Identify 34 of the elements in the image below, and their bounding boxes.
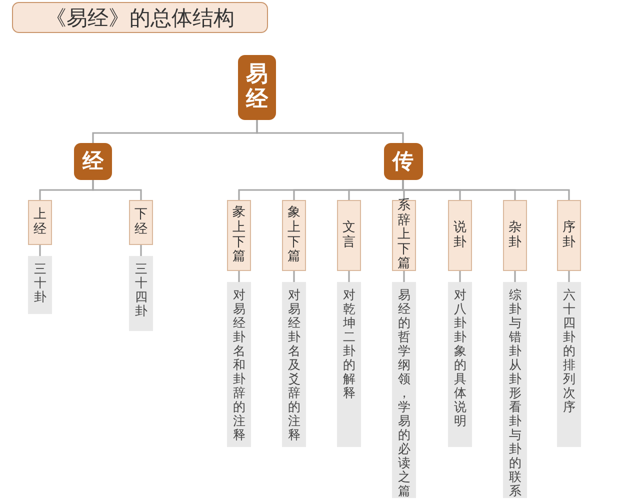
connector-line: [568, 271, 570, 282]
connector-line: [459, 271, 461, 282]
description-box: 对易经卦名和卦辞的注释: [227, 282, 251, 447]
connector-line: [256, 120, 404, 143]
description-box: 三十四卦: [129, 256, 153, 331]
title-box: 上经: [28, 200, 52, 245]
title-box: 杂卦: [503, 200, 527, 271]
description-box: 对乾坤二卦的解释: [337, 282, 361, 447]
connector-line: [514, 271, 516, 282]
connector-line: [403, 271, 405, 282]
title-box: 序卦: [557, 200, 581, 271]
description-box: 六十四卦的排列次序: [557, 282, 581, 447]
description-box: 对易经卦名及爻辞的注释: [282, 282, 306, 447]
connector-line: [140, 245, 142, 256]
description-box: 三十卦: [28, 256, 52, 314]
title-box: 说卦: [448, 200, 472, 271]
connector-line: [402, 180, 570, 200]
connector-line: [348, 271, 350, 282]
connector-line: [238, 271, 240, 282]
description-box: 综卦与错卦从卦形看卦与卦的联系: [503, 282, 527, 498]
title-box: 文言: [337, 200, 361, 271]
title-banner: 《易经》的总体结构: [12, 2, 268, 33]
connector-line: [39, 245, 41, 256]
title-box: 下经: [129, 200, 153, 245]
title-box: 象上下篇: [282, 200, 306, 271]
description-box: 易经的哲学纲领，学易的必读之篇: [392, 282, 416, 498]
title-box: 彖上下篇: [227, 200, 251, 271]
root-box: 易经: [238, 55, 276, 120]
connector-line: [293, 271, 295, 282]
description-box: 对八卦卦象的具体说明: [448, 282, 472, 447]
title-box: 系辞上下篇: [392, 200, 416, 271]
connector-line: [92, 180, 142, 200]
category-box: 经: [74, 143, 112, 180]
category-box: 传: [384, 143, 422, 180]
